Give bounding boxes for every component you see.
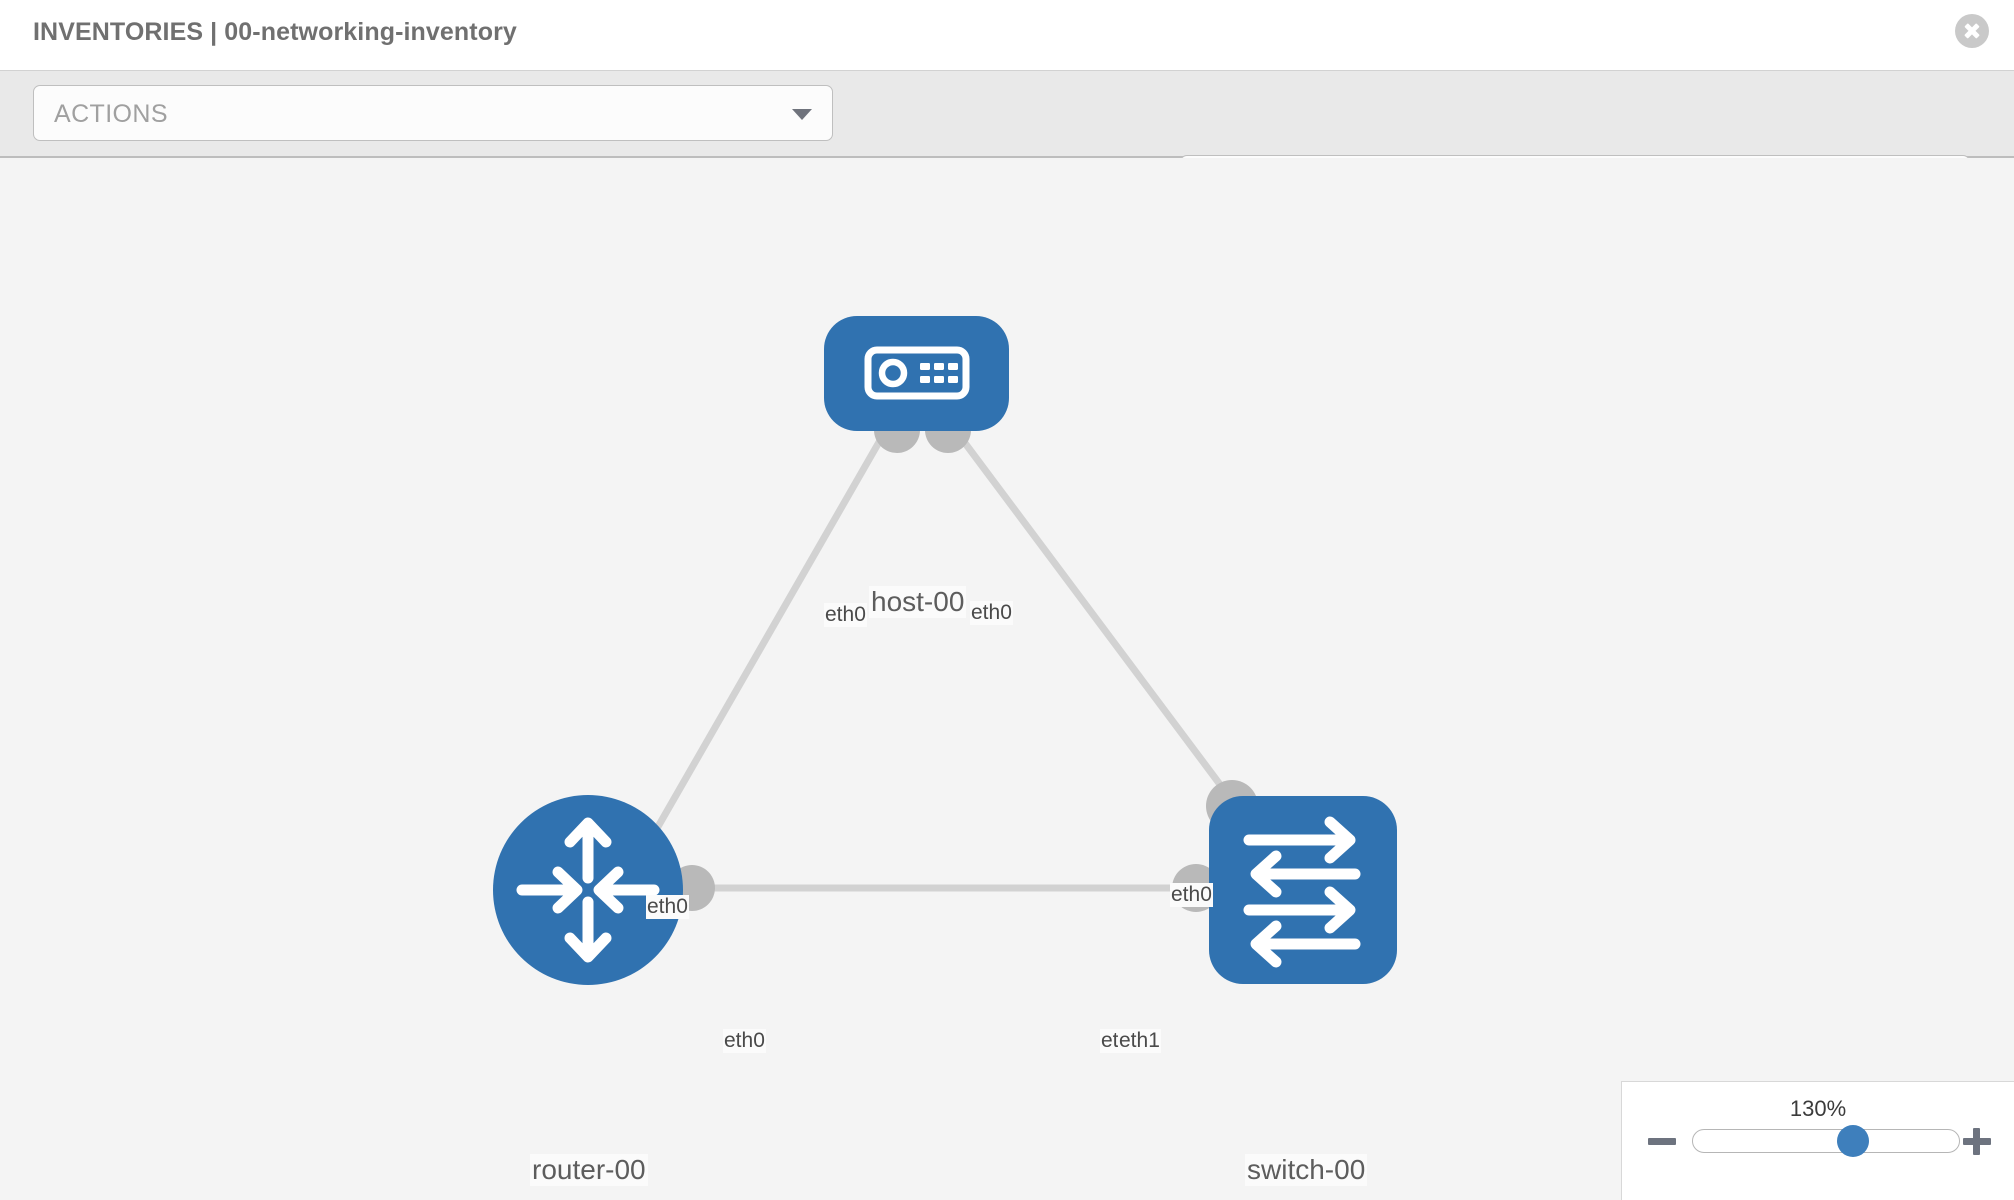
interface-label: eth0 [824, 603, 867, 628]
page-header: INVENTORIES | 00-networking-inventory [0, 0, 2014, 70]
chevron-down-icon [792, 109, 812, 120]
interface-label: eth0 [646, 895, 689, 920]
zoom-control-panel: 130% [1621, 1081, 2014, 1200]
server-icon [864, 346, 970, 400]
toolbar: ACTIONS SEARCH [0, 70, 2014, 211]
interface-label: eth0 [723, 1029, 766, 1054]
actions-dropdown-label: ACTIONS [54, 100, 168, 128]
router-arrows-icon [516, 817, 660, 963]
node-host-00 [824, 316, 1009, 431]
interface-label: eth1 [1118, 1029, 1161, 1054]
switch-arrows-icon [1243, 816, 1361, 968]
zoom-level-value: 130% [1789, 1096, 1847, 1121]
page-title: INVENTORIES | 00-networking-inventory [33, 18, 517, 46]
zoom-slider[interactable] [1692, 1125, 1960, 1157]
zoom-in-button[interactable] [1962, 1126, 1992, 1156]
actions-dropdown[interactable]: ACTIONS [33, 85, 833, 141]
topology-graph [493, 316, 1397, 985]
node-label-host: host-00 [869, 586, 967, 619]
zoom-out-button[interactable] [1647, 1126, 1677, 1156]
node-label-switch: switch-00 [1245, 1154, 1368, 1187]
topology-links [636, 419, 1249, 892]
close-icon[interactable] [1955, 14, 1989, 48]
node-router-00 [493, 795, 683, 985]
link-host-router [636, 419, 894, 862]
node-switch-00 [1209, 796, 1397, 984]
interface-label: eth0 [970, 601, 1013, 626]
interface-label: eth0 [1170, 883, 1213, 908]
zoom-slider-thumb[interactable] [1836, 1125, 1869, 1157]
topology-canvas[interactable]: host-00 router-00 switch-00 eth0 eth0 et… [0, 158, 2014, 1200]
link-host-switch [946, 419, 1249, 822]
node-label-router: router-00 [530, 1154, 648, 1187]
